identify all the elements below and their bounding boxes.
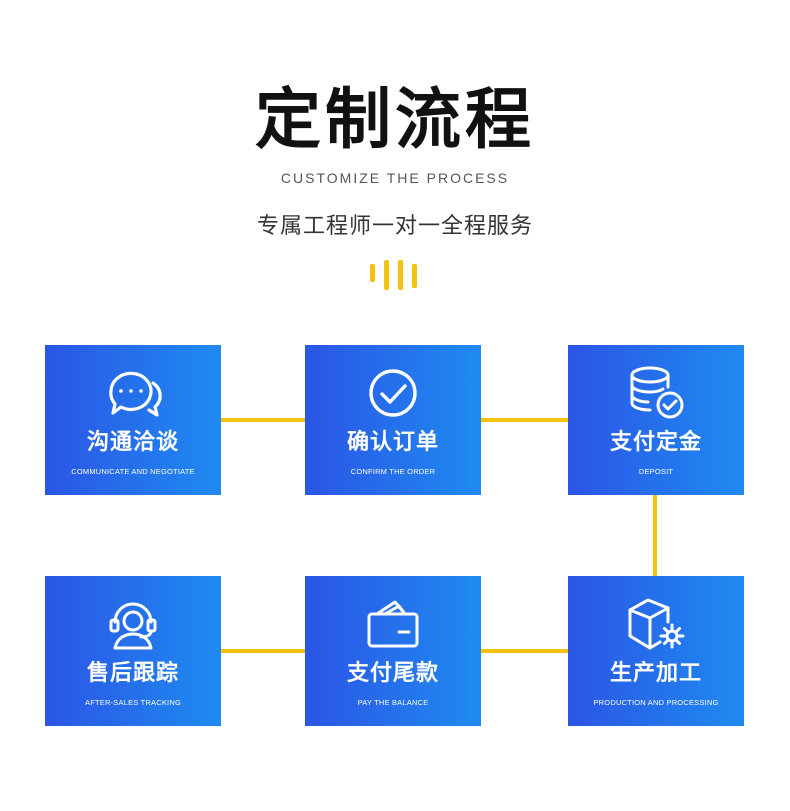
step-title: 沟通洽谈 <box>86 430 179 455</box>
step-subtitle: AFTER-SALES TRACKING <box>85 698 181 707</box>
step-title: 支付定金 <box>609 430 702 455</box>
step-card-pay-balance: 支付尾款 PAY THE BALANCE <box>305 576 481 726</box>
headset-agent-icon <box>109 602 157 650</box>
step-subtitle: CONFIRM THE ORDER <box>350 467 436 476</box>
step-subtitle: PAY THE BALANCE <box>357 698 429 707</box>
box-gear-icon <box>628 598 685 650</box>
step-card-after-sales: 售后跟踪 AFTER-SALES TRACKING <box>45 576 221 726</box>
chat-bubbles-icon <box>109 371 162 417</box>
coin-stack-check-icon <box>630 366 684 419</box>
connector-1-2 <box>221 418 305 422</box>
step-card-production: 生产加工 PRODUCTION AND PROCESSING <box>568 576 744 726</box>
decorative-bars-icon <box>366 260 424 292</box>
subtitle-english: CUSTOMIZE THE PROCESS <box>280 170 510 186</box>
step-card-confirm-order: 确认订单 CONFIRM THE ORDER <box>305 345 481 495</box>
step-title: 确认订单 <box>346 430 439 455</box>
page-title: 定制流程 <box>255 81 535 158</box>
step-subtitle: PRODUCTION AND PROCESSING <box>593 698 719 707</box>
step-title: 生产加工 <box>609 661 702 686</box>
step-subtitle: COMMUNICATE AND NEGOTIATE <box>71 467 195 476</box>
check-circle-icon <box>369 369 417 417</box>
step-title: 售后跟踪 <box>86 661 179 686</box>
step-title: 支付尾款 <box>346 661 439 686</box>
connector-3-4 <box>653 495 657 576</box>
connector-5-6 <box>221 649 305 653</box>
step-subtitle: DEPOSIT <box>638 467 674 476</box>
connector-4-5 <box>481 649 568 653</box>
step-card-communicate: 沟通洽谈 COMMUNICATE AND NEGOTIATE <box>45 345 221 495</box>
wallet-icon <box>367 600 419 648</box>
step-card-deposit: 支付定金 DEPOSIT <box>568 345 744 495</box>
connector-2-3 <box>481 418 568 422</box>
subtitle-chinese: 专属工程师一对一全程服务 <box>256 214 533 239</box>
